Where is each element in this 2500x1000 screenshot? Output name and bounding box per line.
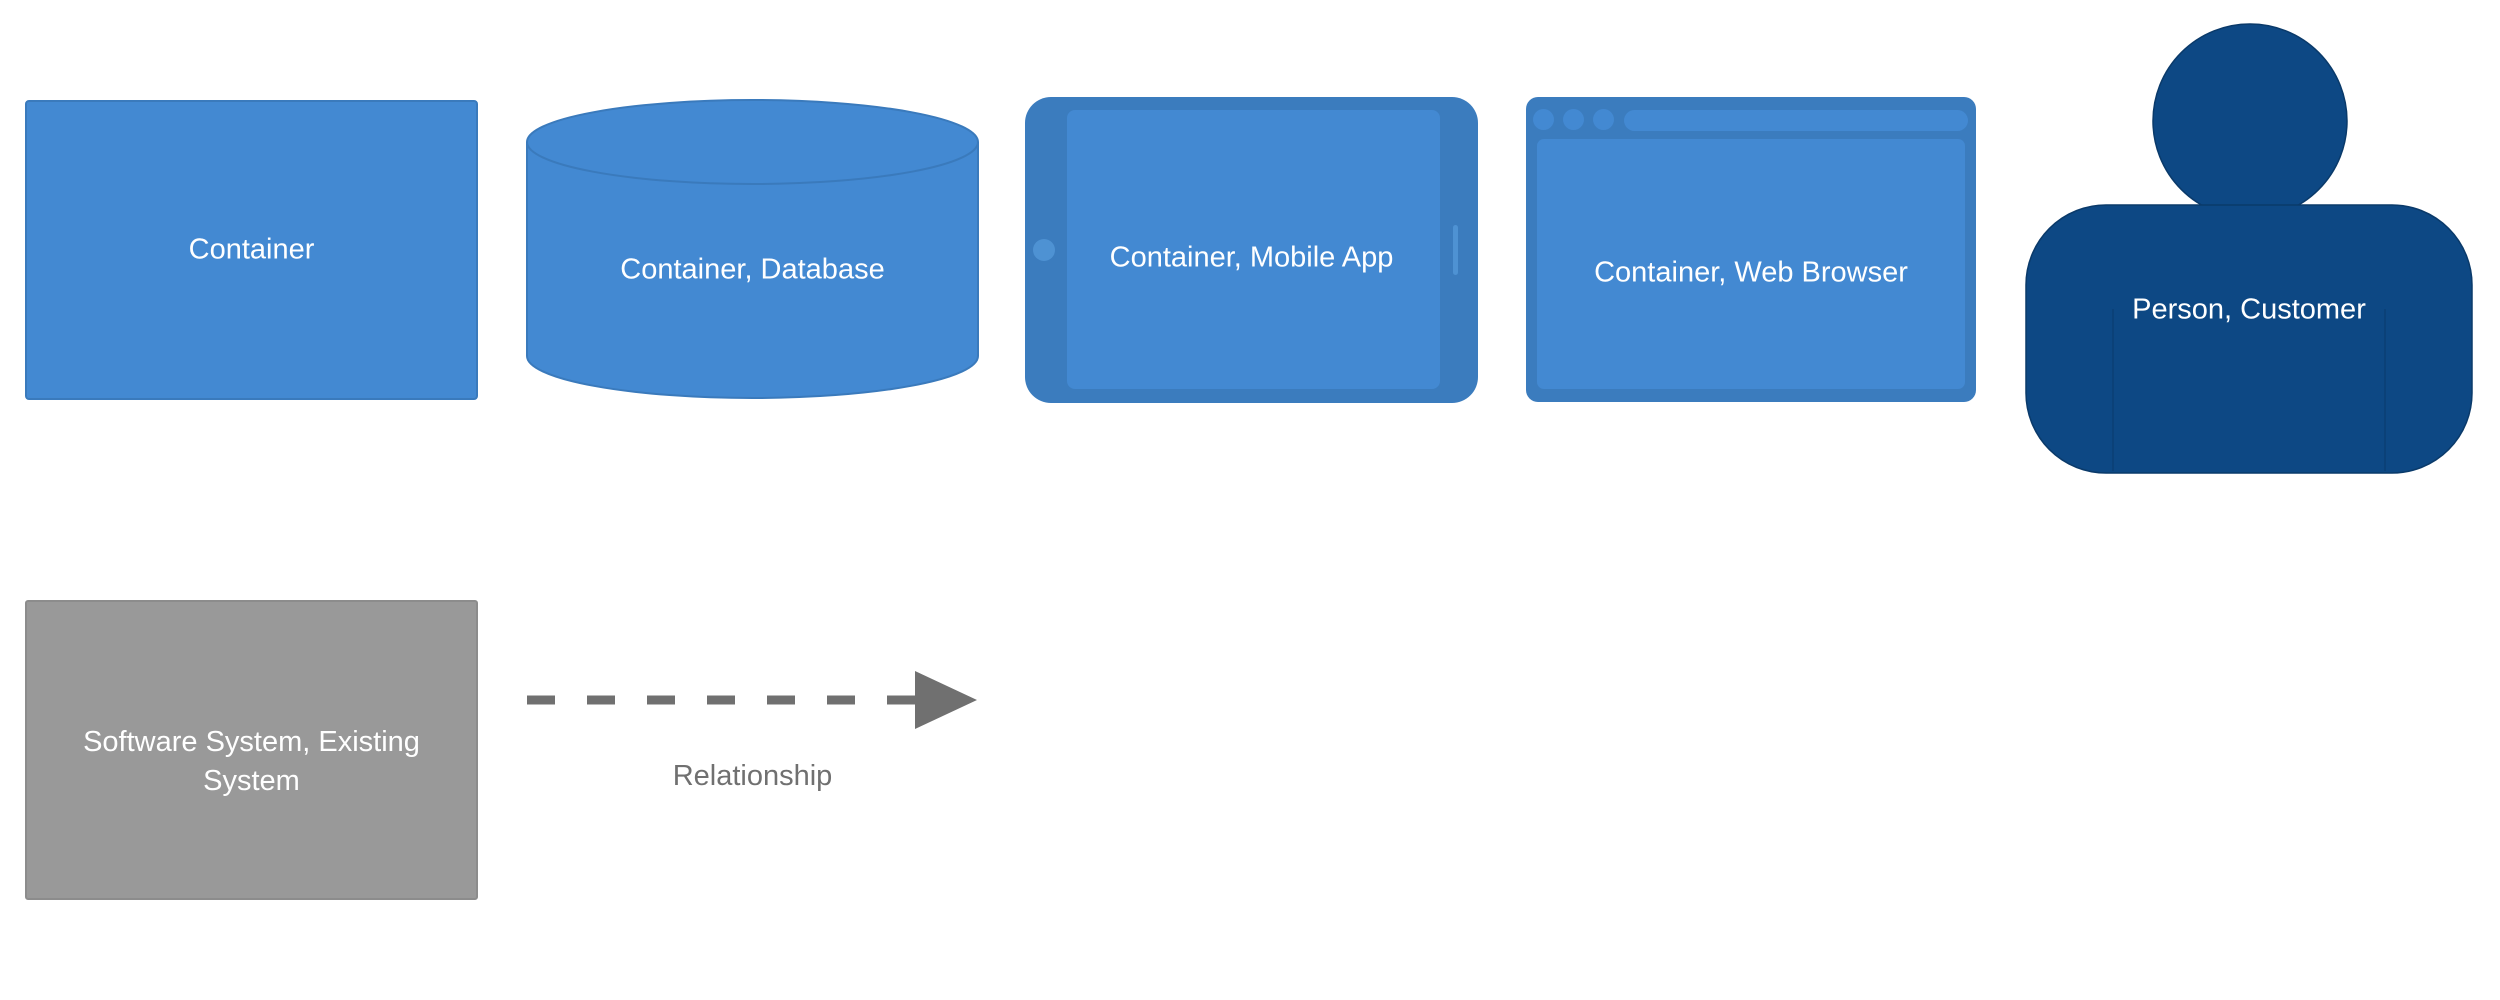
web-browser-shape: Container, Web Browser — [1526, 97, 1976, 402]
database-label: Container, Database — [620, 253, 885, 286]
existing-system-label: Software System, Existing System — [83, 725, 420, 797]
mobile-app-label: Container, Mobile App — [1109, 241, 1394, 274]
mobile-app-shape: Container, Mobile App — [1025, 97, 1478, 403]
person-shape: Person, Customer — [2025, 23, 2473, 475]
browser-button-icon — [1593, 109, 1614, 130]
browser-button-icon — [1563, 109, 1584, 130]
existing-system-shape: Software System, Existing System — [25, 600, 478, 900]
container-shape: Container — [25, 100, 478, 400]
relationship-arrow — [525, 668, 980, 738]
dashed-arrow-icon — [527, 671, 977, 729]
database-cylinder-icon — [526, 99, 979, 399]
browser-content-area — [1537, 139, 1965, 389]
browser-button-icon — [1533, 109, 1554, 130]
web-browser-label: Container, Web Browser — [1594, 255, 1908, 288]
browser-address-bar — [1624, 110, 1968, 131]
tablet-camera-icon — [1453, 225, 1458, 275]
tablet-home-button-icon — [1033, 239, 1055, 261]
person-label: Person, Customer — [2132, 293, 2366, 326]
relationship-label: Relationship — [672, 760, 833, 792]
database-shape: Container, Database — [525, 98, 980, 400]
container-label: Container — [188, 233, 315, 266]
tablet-screen — [1067, 110, 1440, 389]
person-icon — [2025, 23, 2473, 474]
